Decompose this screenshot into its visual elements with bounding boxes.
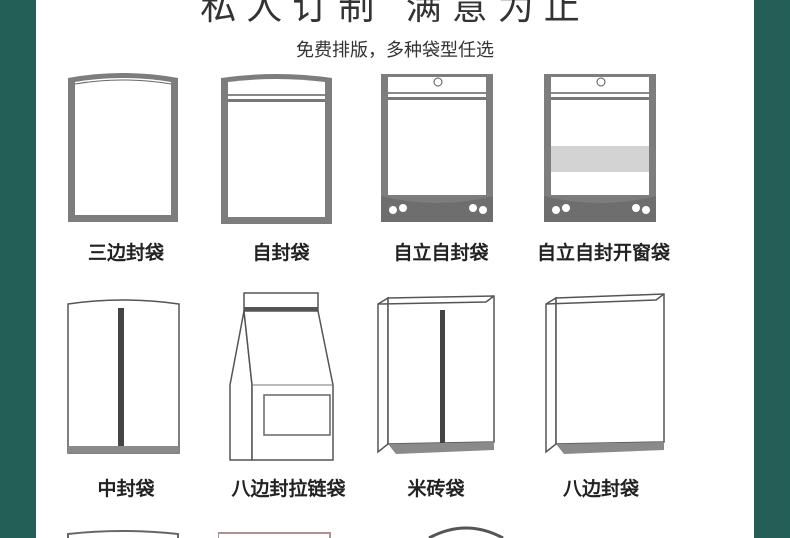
page-subtitle: 免费排版，多种袋型任选 <box>296 40 494 61</box>
bag-label-eight-side-seal: 八边封袋 <box>562 478 639 500</box>
bag-outline-icon <box>218 532 331 538</box>
bag-outline-icon <box>67 530 179 538</box>
bag-item-center-seal <box>66 298 186 458</box>
stand-up-window-bag-icon <box>544 74 656 222</box>
bag-item-eight-side-seal <box>544 292 674 462</box>
bag-item-row3-a <box>66 528 186 538</box>
bag-item-stand-up-zipper <box>381 72 501 232</box>
bag-label-center-seal: 中封袋 <box>97 478 155 500</box>
bag-label-three-side-seal: 三边封袋 <box>87 242 164 264</box>
bag-label-rice-brick: 米砖袋 <box>407 478 465 500</box>
bag-label-stand-up-zipper: 自立自封袋 <box>393 242 489 264</box>
eight-side-seal-bag-icon <box>545 293 665 454</box>
bag-item-rice-brick <box>376 292 506 462</box>
center-seal-bag-icon <box>67 299 180 454</box>
bag-item-three-side-seal <box>66 72 186 232</box>
bag-item-row3-b <box>218 530 338 538</box>
bag-item-stand-up-window <box>544 72 664 232</box>
content-panel: 私人订制 满意为止 免费排版，多种袋型任选 三边封袋 自封袋 <box>36 0 754 538</box>
three-side-seal-bag-icon <box>68 73 178 222</box>
bag-label-stand-up-window: 自立自封开窗袋 <box>536 242 670 264</box>
bag-item-eight-side-zipper <box>228 290 348 465</box>
zipper-bag-icon <box>221 74 332 224</box>
bag-item-zipper <box>221 72 341 232</box>
bag-label-eight-side-zipper: 八边封拉链袋 <box>231 478 346 500</box>
stand-up-zipper-bag-icon <box>381 74 493 222</box>
page-title: 私人订制 满意为止 <box>200 0 590 28</box>
eight-side-zipper-bag-icon <box>229 292 334 461</box>
bag-item-row3-c <box>421 524 511 538</box>
bag-label-zipper: 自封袋 <box>252 242 310 264</box>
rice-brick-bag-icon <box>377 295 495 454</box>
round-bag-icon <box>428 526 504 538</box>
